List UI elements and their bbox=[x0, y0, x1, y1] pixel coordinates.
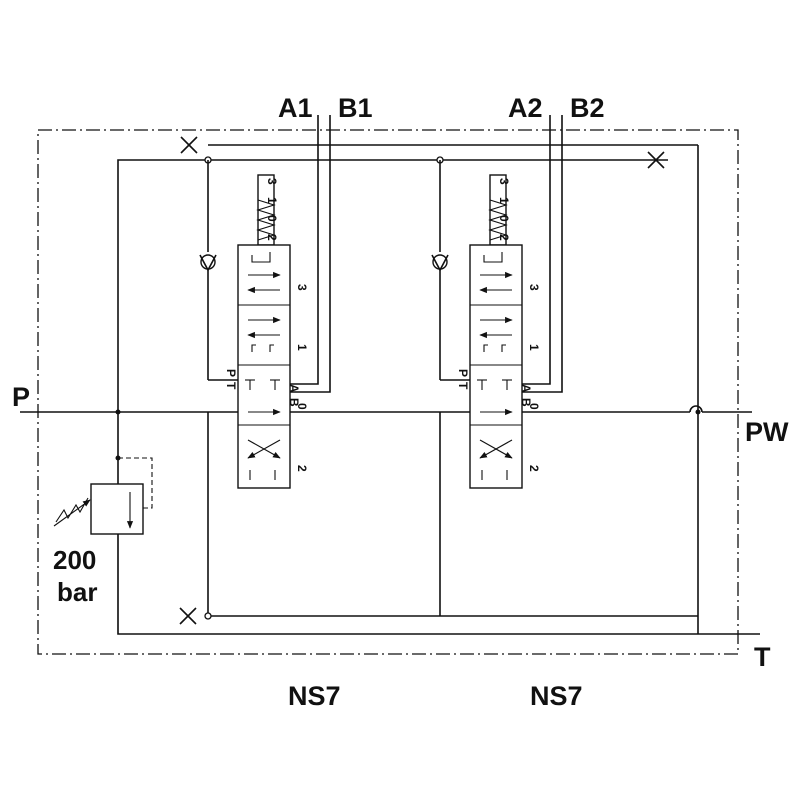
port-label-p: P bbox=[456, 369, 470, 377]
spring-position-label: 2 bbox=[265, 234, 279, 241]
spring-position-label: 0 bbox=[265, 215, 279, 222]
valve-section-2: 3 1 0 2 3 1 0 2 P T A B bbox=[431, 115, 563, 489]
position-label: 2 bbox=[527, 465, 541, 472]
port-label-t: T bbox=[224, 382, 238, 390]
port-label-t: T bbox=[456, 382, 470, 390]
spring-position-label: 0 bbox=[497, 215, 511, 222]
valve-block-outline bbox=[37, 129, 739, 655]
left-internal-frame bbox=[117, 144, 699, 634]
spring-position-label: 3 bbox=[265, 178, 279, 185]
relief-valve: 200 bar bbox=[53, 457, 153, 634]
position-label: 0 bbox=[527, 403, 541, 410]
section-1-model-label: NS7 bbox=[288, 681, 341, 711]
port-label-t: T bbox=[754, 642, 771, 672]
position-label: 3 bbox=[295, 284, 309, 291]
port-label-b2: B2 bbox=[570, 93, 605, 123]
port-label-p: P bbox=[12, 382, 30, 412]
port-label-a2: A2 bbox=[508, 93, 543, 123]
relief-pressure-value: 200 bbox=[53, 545, 96, 575]
port-label-b: B bbox=[287, 398, 301, 407]
junction-dot bbox=[695, 409, 701, 415]
pressure-line bbox=[20, 405, 752, 413]
port-label-b: B bbox=[519, 398, 533, 407]
junction-dot bbox=[115, 409, 121, 415]
port-label-b1: B1 bbox=[338, 93, 373, 123]
position-label: 2 bbox=[295, 465, 309, 472]
spring-position-label: 2 bbox=[497, 234, 511, 241]
plug-marker-top-left bbox=[180, 136, 198, 154]
port-label-a: A bbox=[287, 384, 301, 393]
spring-position-label: 1 bbox=[497, 197, 511, 204]
position-label: 3 bbox=[527, 284, 541, 291]
plug-marker-bottom-left bbox=[179, 607, 197, 625]
port-label-pw: PW bbox=[745, 417, 789, 447]
junction-dot bbox=[204, 612, 212, 620]
port-label-p: P bbox=[224, 369, 238, 377]
tank-line bbox=[117, 412, 760, 635]
relief-pressure-unit: bar bbox=[57, 577, 97, 607]
position-label: 0 bbox=[295, 403, 309, 410]
valve-section-1: 3 1 0 2 3 1 0 2 P T A B bbox=[199, 115, 331, 489]
adjustable-spring-icon bbox=[55, 497, 89, 523]
port-label-a1: A1 bbox=[278, 93, 313, 123]
spring-position-label: 3 bbox=[497, 178, 511, 185]
position-label: 1 bbox=[527, 344, 541, 351]
position-label: 1 bbox=[295, 344, 309, 351]
section-2-model-label: NS7 bbox=[530, 681, 583, 711]
plug-marker-top-right bbox=[647, 151, 665, 169]
spring-position-label: 1 bbox=[265, 197, 279, 204]
port-label-a: A bbox=[519, 384, 533, 393]
